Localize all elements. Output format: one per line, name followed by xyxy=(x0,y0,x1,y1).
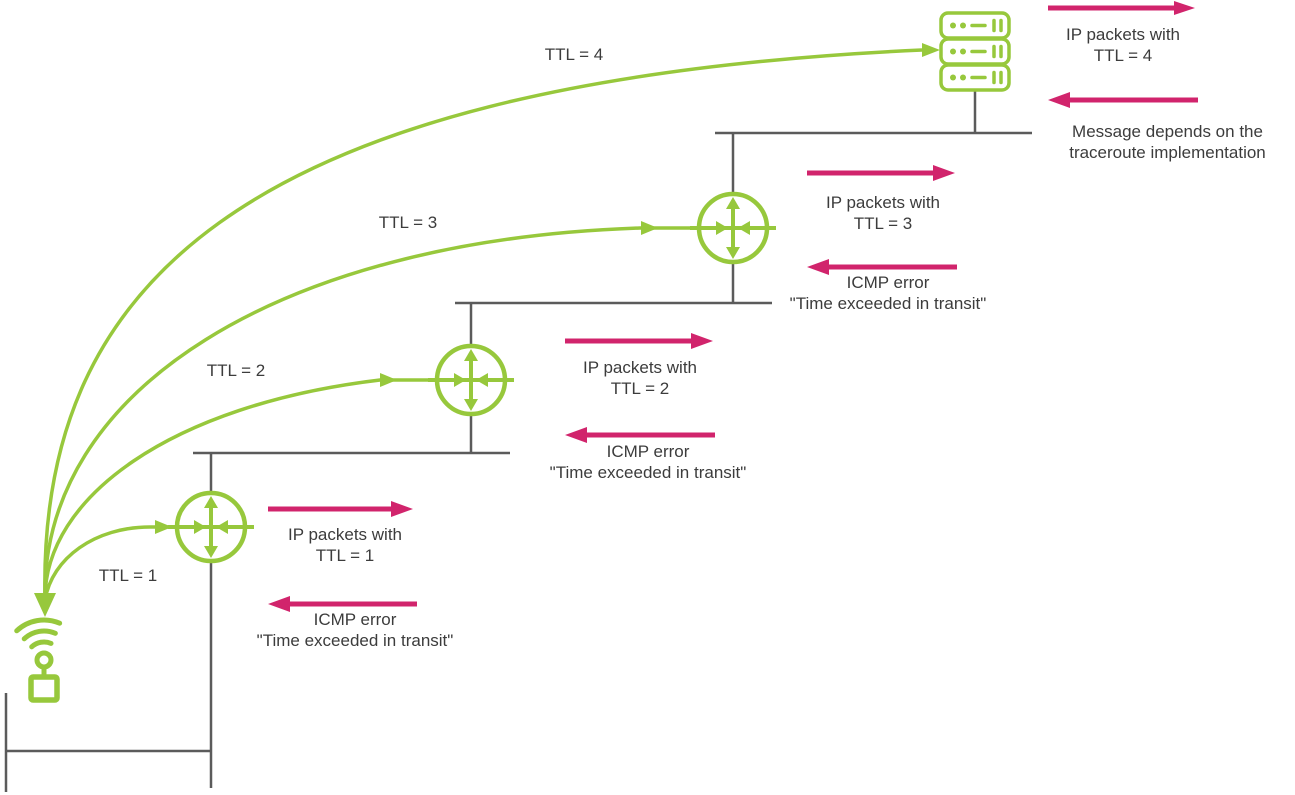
hop-1-arrows xyxy=(268,501,417,612)
request-text-1-line2: TTL = 1 xyxy=(315,546,375,565)
server-unit-details xyxy=(950,18,1003,85)
to-source-arrowhead-icon xyxy=(34,593,56,617)
request-text-2: IP packets with TTL = 2 xyxy=(540,357,740,399)
response-text-1-line1: ICMP error xyxy=(313,610,397,629)
router-1-icon xyxy=(168,490,254,564)
response-arrowhead-4-icon xyxy=(1048,92,1070,108)
response-arrowhead-2-icon xyxy=(565,427,587,443)
response-text-2-line1: ICMP error xyxy=(606,442,690,461)
ttl-4-curve xyxy=(43,48,923,601)
request-text-1: IP packets with TTL = 1 xyxy=(245,524,445,566)
router-2-icon xyxy=(428,343,514,417)
request-text-4-line1: IP packets with xyxy=(1065,25,1181,44)
response-text-3-line1: ICMP error xyxy=(846,273,930,292)
response-text-3: ICMP error "Time exceeded in transit" xyxy=(763,272,1013,314)
ttl-1-curve xyxy=(43,525,177,601)
request-text-3-line2: TTL = 3 xyxy=(853,214,913,233)
ttl-2-arrowhead-icon xyxy=(380,373,397,387)
ttl-2-label: TTL = 2 xyxy=(206,361,266,380)
request-text-1-line1: IP packets with xyxy=(287,525,403,544)
ttl-2-curve xyxy=(43,378,437,601)
server-icon xyxy=(939,11,1011,92)
hop-2-arrows xyxy=(565,333,715,443)
ttl-3-label: TTL = 3 xyxy=(378,213,438,232)
response-arrowhead-3-icon xyxy=(807,259,829,275)
response-text-3-line2: "Time exceeded in transit" xyxy=(789,294,987,313)
request-text-2-line2: TTL = 2 xyxy=(610,379,670,398)
wifi-waves-icon xyxy=(14,617,63,650)
ttl-1-label: TTL = 1 xyxy=(98,566,158,585)
request-arrowhead-1-icon xyxy=(391,501,413,517)
response-text-4: Message depends on the traceroute implem… xyxy=(1040,121,1295,163)
response-arrowhead-1-icon xyxy=(268,596,290,612)
wireless-host-icon xyxy=(14,617,63,703)
response-text-2-line2: "Time exceeded in transit" xyxy=(549,463,747,482)
request-arrowhead-3-icon xyxy=(933,165,955,181)
ttl-probe-curves xyxy=(34,43,940,617)
request-text-2-line1: IP packets with xyxy=(582,358,698,377)
hop-4-arrows xyxy=(1048,1,1198,108)
request-text-3-line1: IP packets with xyxy=(825,193,941,212)
ttl-4-arrowhead-icon xyxy=(922,43,940,57)
ttl-3-curve xyxy=(43,226,699,601)
request-arrowhead-2-icon xyxy=(691,333,713,349)
response-text-4-line1: Message depends on the xyxy=(1072,122,1263,141)
request-text-3: IP packets with TTL = 3 xyxy=(783,192,983,234)
hop-3-arrows xyxy=(807,165,957,275)
response-text-1: ICMP error "Time exceeded in transit" xyxy=(230,609,480,651)
request-text-4-line2: TTL = 4 xyxy=(1093,46,1153,65)
router-3-icon xyxy=(690,191,776,265)
request-arrowhead-4-icon xyxy=(1174,1,1195,15)
response-text-4-line2: traceroute implementation xyxy=(1069,143,1266,162)
ttl-3-arrowhead-icon xyxy=(641,221,658,235)
response-text-1-line2: "Time exceeded in transit" xyxy=(256,631,454,650)
request-text-4: IP packets with TTL = 4 xyxy=(1023,24,1223,66)
response-text-2: ICMP error "Time exceeded in transit" xyxy=(523,441,773,483)
ttl-4-label: TTL = 4 xyxy=(544,45,604,64)
ttl-1-arrowhead-icon xyxy=(155,520,172,534)
